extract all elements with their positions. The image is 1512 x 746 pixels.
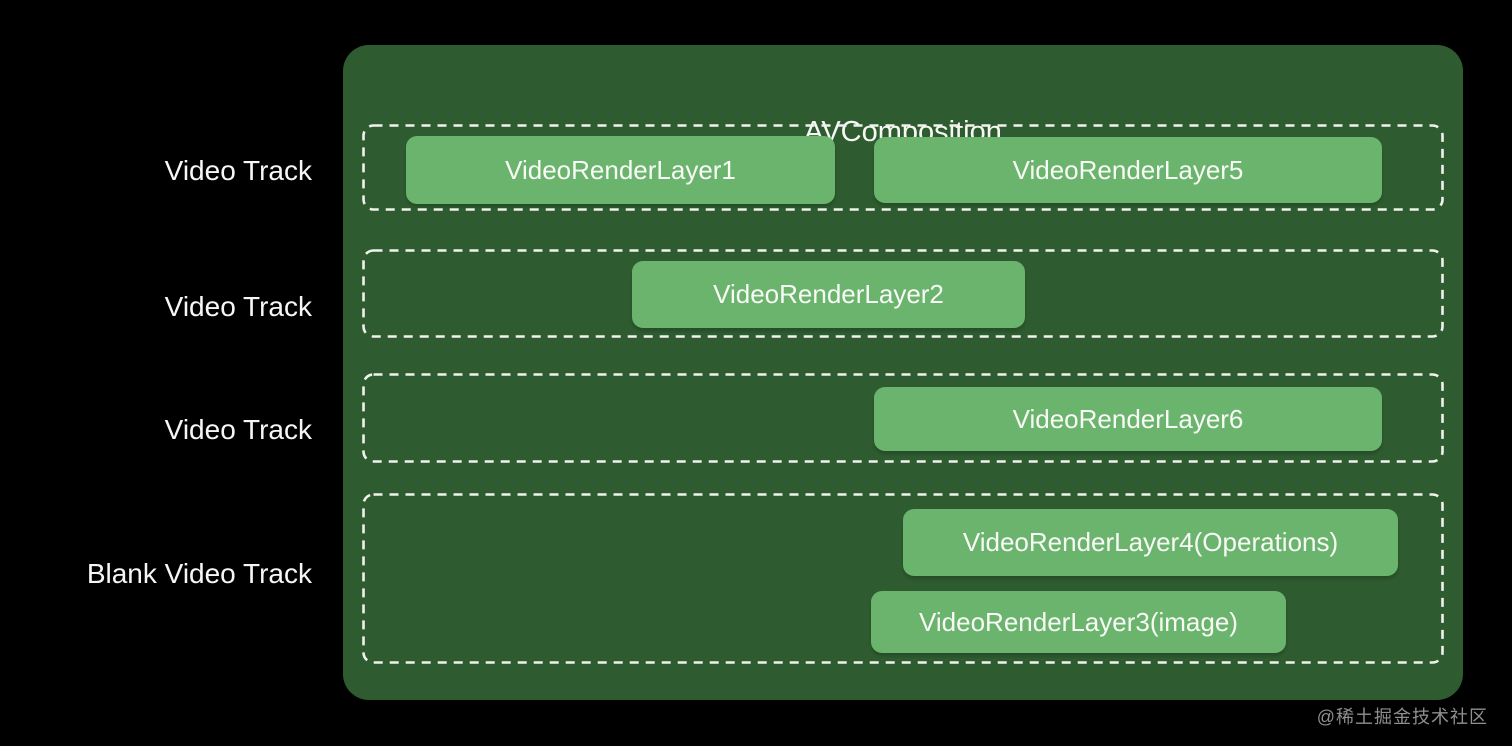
video-track-row-1: VideoRenderLayer1 VideoRenderLayer5: [362, 124, 1444, 211]
layer-video-render-layer-4-operations: VideoRenderLayer4(Operations): [903, 509, 1398, 576]
track-label-video-track-2: Video Track: [164, 291, 312, 322]
dashed-track-border: [362, 249, 1444, 338]
track-label-blank-video-track: Blank Video Track: [86, 558, 312, 589]
video-track-row-2: VideoRenderLayer2: [362, 249, 1444, 338]
track-label-video-track-1: Video Track: [164, 155, 312, 186]
dashed-track-border: [362, 373, 1444, 463]
layer-video-render-layer-3-image: VideoRenderLayer3(image): [871, 591, 1286, 653]
layer-video-render-layer-6: VideoRenderLayer6: [874, 387, 1382, 451]
dashed-track-border: [362, 124, 1444, 211]
video-track-row-3: VideoRenderLayer6: [362, 373, 1444, 463]
track-label-video-track-3: Video Track: [164, 414, 312, 445]
layer-video-render-layer-1: VideoRenderLayer1: [406, 136, 835, 204]
avcomposition-container: AVComposition VideoRenderLayer1 VideoRen…: [343, 45, 1463, 700]
dashed-track-border: [362, 493, 1444, 664]
watermark-text: @稀土掘金技术社区: [1316, 707, 1488, 727]
blank-video-track-row: VideoRenderLayer4(Operations) VideoRende…: [362, 493, 1444, 664]
layer-video-render-layer-5: VideoRenderLayer5: [874, 137, 1382, 203]
layer-video-render-layer-2: VideoRenderLayer2: [632, 261, 1025, 328]
